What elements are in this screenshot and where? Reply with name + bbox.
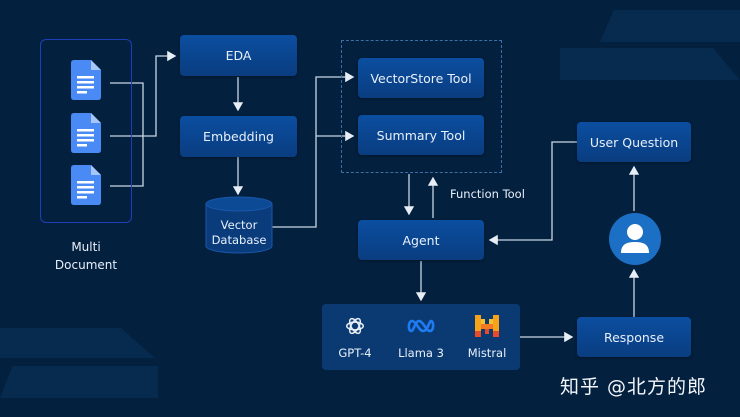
multi-document-group [40,39,132,223]
embedding-node: Embedding [180,116,297,157]
user-question-node: User Question [577,122,691,162]
eda-node: EDA [180,35,297,76]
vectorstore-tool-node: VectorStore Tool [358,58,484,98]
wire-question-agent [488,141,577,246]
multi-document-label-line2: Document [54,258,118,272]
watermark: 知乎 @北方的郎 [560,376,708,398]
llm-gpt4: GPT-4 [322,304,388,370]
mistral-icon [475,315,499,337]
meta-icon [407,319,435,333]
wire-db-tools [271,71,355,228]
document-icon [71,113,101,153]
llm-panel: GPT-4 Llama 3 Mistral [322,304,520,370]
document-icon [71,165,101,205]
background-shape-top-right [600,10,740,42]
wire-doc1 [110,82,144,187]
background-shape-top-right-lower [560,48,740,80]
user-icon [621,224,649,253]
wire-doc2 [110,50,177,137]
llm-name: GPT-4 [338,346,372,360]
summary-tool-node: Summary Tool [358,115,484,155]
background-shape-bottom-left-lower [0,366,158,398]
llm-name: Mistral [467,346,507,360]
llm-name: Llama 3 [398,346,444,360]
multi-document-label-line1: Multi [71,240,101,254]
function-tool-label: Function Tool [450,187,525,201]
llm-llama3: Llama 3 [388,304,454,370]
tools-group [341,40,502,173]
vector-database-label-line2: Database [211,233,267,247]
vector-database-label-line1: Vector [220,218,258,232]
vector-database-icon [205,196,273,254]
agent-node: Agent [358,220,484,260]
multi-document-label: Multi Document [40,238,132,274]
user-avatar [609,213,661,265]
llm-mistral: Mistral [454,304,520,370]
openai-icon [346,317,364,335]
response-node: Response [577,317,691,357]
document-icon [71,60,101,100]
vector-database-label: Vector Database [205,218,273,248]
